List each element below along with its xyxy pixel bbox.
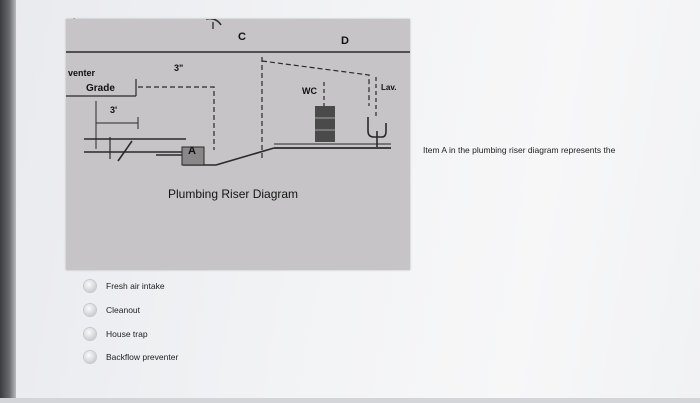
option-backflow-preventer[interactable]: Backflow preventer [84, 349, 244, 367]
label-d: D [341, 35, 349, 47]
monitor-bezel-left [0, 0, 16, 403]
option-label: Backflow preventer [106, 352, 179, 362]
option-label: Cleanout [106, 305, 141, 315]
question-text: Item A in the plumbing riser diagram rep… [423, 145, 616, 155]
diagram-drawing [66, 19, 410, 166]
radio-button[interactable] [84, 328, 96, 340]
option-house-trap[interactable]: House trap [84, 326, 244, 344]
option-fresh-air-intake[interactable]: Fresh air intake [84, 278, 244, 296]
label-c: C [238, 31, 246, 43]
label-grade: Grade [86, 83, 115, 94]
option-label: Fresh air intake [106, 281, 165, 291]
label-three-foot: 3' [110, 105, 118, 115]
option-label: House trap [106, 329, 148, 339]
label-three-inch: 3" [174, 63, 184, 73]
plumbing-riser-diagram: venter Grade 3" 3' C D WC Lav. A Plumbin… [66, 19, 410, 270]
label-a: A [188, 145, 196, 157]
radio-button[interactable] [84, 351, 96, 363]
diagram-title: Plumbing Riser Diagram [168, 187, 299, 201]
radio-button[interactable] [84, 304, 96, 316]
option-cleanout[interactable]: Cleanout [84, 302, 244, 320]
label-wc: WC [302, 86, 317, 96]
label-lav: Lav. [381, 83, 397, 92]
monitor-bezel-bottom [0, 398, 700, 403]
radio-button[interactable] [84, 280, 96, 292]
label-vent-partial: venter [68, 68, 96, 78]
